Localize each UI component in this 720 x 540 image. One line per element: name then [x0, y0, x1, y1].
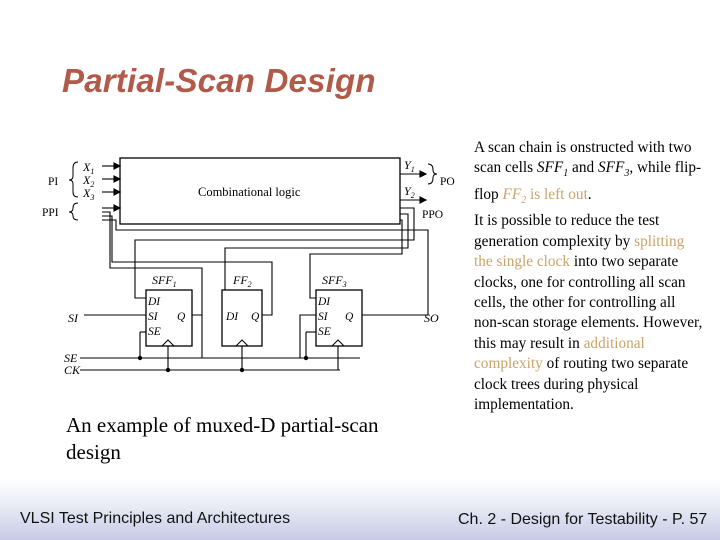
notes-p2-c: of routing two separate clock trees duri…	[474, 355, 689, 413]
ppi-label: PPI	[42, 207, 59, 219]
ppi-wires	[102, 211, 429, 316]
footer-right: Ch. 2 - Design for Testability - P. 57	[458, 511, 708, 528]
footer-band	[0, 478, 720, 540]
sff3-label: SFF3	[322, 273, 347, 289]
po-brace	[427, 163, 438, 185]
notes-highlight-additional-complexity: additional complexity	[474, 334, 645, 373]
so-label: SO	[424, 311, 439, 325]
notes-sff1: SFF1	[536, 159, 569, 180]
ff2-label: FF2	[232, 273, 252, 289]
ff2-pin-di: DI	[225, 311, 239, 323]
ff2-box	[221, 289, 263, 347]
sff1-pin-se: SE	[148, 326, 161, 338]
combinational-logic-label: Combinational logic	[198, 185, 301, 199]
notes-highlight-split-clock: splitting the single clock	[474, 232, 685, 271]
output-arrows	[400, 170, 428, 204]
input-x1-label: X1	[82, 160, 94, 176]
footer-left: VLSI Test Principles and Architectures	[20, 510, 291, 527]
slide-notes: A scan chain is onstructed with two scan…	[474, 138, 706, 415]
notes-p1-e: .	[587, 185, 592, 203]
notes-p2-b: into two separate clocks, one for contro…	[474, 253, 703, 352]
sff3-pin-se: SE	[318, 326, 331, 338]
sff1-box	[145, 289, 193, 347]
sff1-pin-si: SI	[148, 311, 159, 323]
pi-brace	[68, 161, 79, 198]
input-x2-label: X2	[82, 173, 94, 189]
sff3-box	[315, 289, 363, 347]
se-ck-wires	[80, 331, 360, 371]
notes-p2-a: It is possible to reduce the test genera…	[474, 212, 660, 250]
ff2-pin-q: Q	[251, 311, 260, 323]
sff3-pin-di: DI	[317, 296, 331, 308]
notes-p1-c: , while flip-flop	[474, 159, 702, 203]
junction-dots	[137, 355, 309, 373]
notes-sff3: SFF3	[597, 159, 630, 180]
sff3-pin-si: SI	[318, 311, 329, 323]
output-y2-label: Y2	[404, 184, 415, 200]
sff1-label: SFF1	[152, 273, 177, 289]
ppi-brace	[68, 202, 79, 221]
combinational-logic-box	[119, 157, 401, 225]
sff3-pin-q: Q	[345, 311, 354, 323]
ppo-label: PPO	[422, 209, 443, 221]
ck-label: CK	[64, 363, 81, 377]
notes-ff2: FF2	[502, 185, 527, 206]
se-label: SE	[64, 351, 78, 365]
notes-p1-b: and	[568, 159, 598, 177]
figure-caption: An example of muxed-D partial-scan desig…	[66, 413, 379, 464]
po-label: PO	[440, 176, 455, 188]
notes-p1-a: A scan chain is onstructed with two scan…	[474, 139, 692, 177]
sff1-pin-q: Q	[177, 311, 186, 323]
notes-p1-d: is left out	[526, 185, 588, 203]
slide-title: Partial-Scan Design	[62, 62, 376, 99]
input-arrows	[102, 162, 122, 212]
pi-label: PI	[48, 176, 58, 188]
sff1-pin-di: DI	[147, 296, 161, 308]
output-y1-label: Y1	[404, 158, 415, 174]
clock-triangles	[161, 339, 345, 347]
partial-scan-diagram: Combinational logic X1 X2 X3 PI PPI Y1 Y…	[42, 157, 455, 377]
si-label: SI	[68, 311, 79, 325]
input-x3-label: X3	[82, 186, 94, 202]
